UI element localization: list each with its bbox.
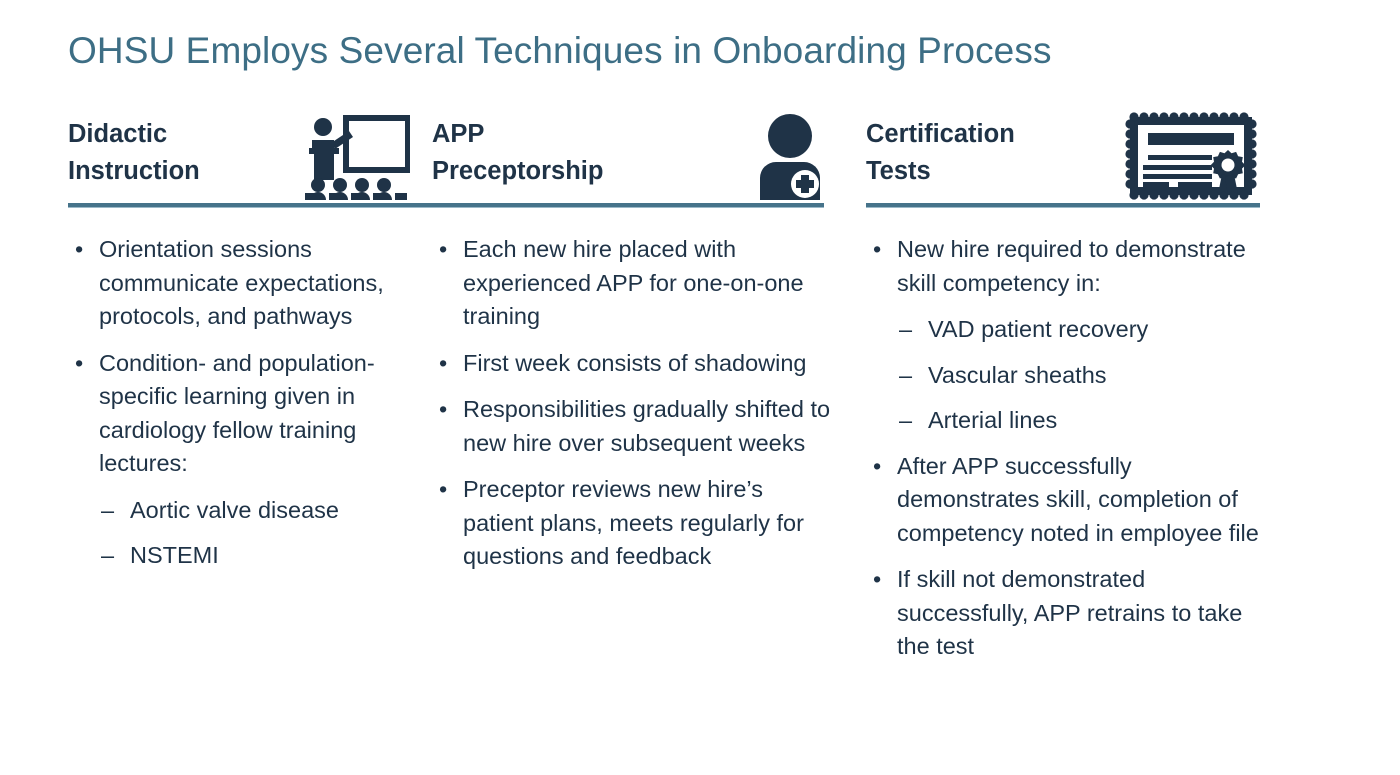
sub-list-item: – Vascular sheaths: [866, 359, 1283, 393]
column-certification-tests: Certification Tests: [843, 108, 1283, 680]
lecture-podium-audience-icon: [305, 112, 410, 200]
bullet-marker: •: [439, 236, 448, 262]
dash-marker: –: [899, 316, 913, 342]
bullet-marker: •: [439, 349, 448, 376]
column-heading: APP Preceptorship: [432, 116, 603, 190]
medical-person-badge-icon: [754, 112, 826, 200]
list-item-text: Each new hire placed with experienced AP…: [463, 236, 804, 329]
column-header: Didactic Instruction: [68, 108, 420, 200]
column-app-preceptorship: APP Preceptorship • Each new hire place: [420, 108, 843, 590]
sub-list-item: – NSTEMI: [68, 539, 420, 573]
column-divider: [866, 203, 1260, 208]
list-item-text: If skill not demonstrated successfully, …: [897, 566, 1243, 659]
column-heading: Certification Tests: [866, 116, 1015, 190]
list-item-text: After APP successfully demonstrates skil…: [897, 452, 1259, 546]
list-item: • Each new hire placed with experienced …: [432, 233, 835, 334]
list-item-text: Responsibilities gradually shifted to ne…: [463, 396, 831, 456]
column-heading-line1: Certification: [866, 120, 1015, 148]
list-item-text: Orientation sessions communicate expecta…: [99, 236, 384, 329]
sub-list-item-text: Arterial lines: [928, 407, 1058, 433]
list-item-text: New hire required to demonstrate skill c…: [897, 236, 1246, 296]
list-item: • Condition- and population-specific lea…: [68, 347, 420, 481]
list-item: • First week consists of shadowing: [432, 347, 835, 381]
list-item: • If skill not demonstrated successfully…: [866, 563, 1269, 664]
dash-marker: –: [899, 361, 913, 388]
bullet-marker: •: [439, 396, 448, 422]
list-item-text: First week consists of shadowing: [463, 349, 807, 376]
sub-list-item-text: VAD patient recovery: [928, 316, 1149, 342]
column-heading-line1: APP: [432, 120, 485, 148]
bullet-marker: •: [873, 566, 882, 592]
bullet-marker: •: [439, 476, 448, 502]
certificate-award-icon: [1125, 112, 1257, 200]
bullet-marker: •: [873, 236, 882, 262]
column-heading-line2: Preceptorship: [432, 157, 604, 185]
bullet-marker: •: [75, 236, 84, 262]
column-header: APP Preceptorship: [432, 108, 843, 200]
column-divider: [68, 203, 440, 208]
list-item: • New hire required to demonstrate skill…: [866, 233, 1269, 300]
bullet-list: • New hire required to demonstrate skill…: [866, 233, 1283, 664]
sub-list-item-text: Aortic valve disease: [130, 496, 339, 523]
dash-marker: –: [101, 542, 115, 568]
sub-list-item-text: Vascular sheaths: [928, 361, 1107, 388]
sub-list-item: – Aortic valve disease: [68, 494, 420, 528]
list-item: • Orientation sessions communicate expec…: [68, 233, 420, 334]
dash-marker: –: [899, 407, 913, 433]
page-title: OHSU Employs Several Techniques in Onboa…: [68, 30, 1052, 71]
column-heading: Didactic Instruction: [68, 116, 200, 190]
column-heading-line2: Tests: [866, 157, 931, 185]
list-item-text: Preceptor reviews new hire’s patient pla…: [463, 476, 804, 569]
columns-container: Didactic Instruction: [0, 108, 1400, 680]
column-heading-line1: Didactic: [68, 120, 168, 148]
sub-list-item: – VAD patient recovery: [866, 313, 1283, 347]
list-item: • Preceptor reviews new hire’s patient p…: [432, 473, 835, 574]
dash-marker: –: [101, 496, 115, 523]
sub-list-item: – Arterial lines: [866, 404, 1283, 438]
column-didactic-instruction: Didactic Instruction: [0, 108, 440, 589]
bullet-list: • Each new hire placed with experienced …: [432, 233, 843, 574]
column-header: Certification Tests: [866, 108, 1283, 200]
list-item: • After APP successfully demonstrates sk…: [866, 450, 1269, 551]
bullet-marker: •: [75, 349, 84, 376]
column-heading-line2: Instruction: [68, 157, 200, 185]
column-divider: [432, 203, 824, 208]
bullet-list: • Orientation sessions communicate expec…: [68, 233, 420, 573]
sub-list-item-text: NSTEMI: [130, 542, 219, 568]
list-item-text: Condition- and population-specific learn…: [99, 349, 375, 477]
bullet-marker: •: [873, 452, 882, 479]
list-item: • Responsibilities gradually shifted to …: [432, 393, 835, 460]
